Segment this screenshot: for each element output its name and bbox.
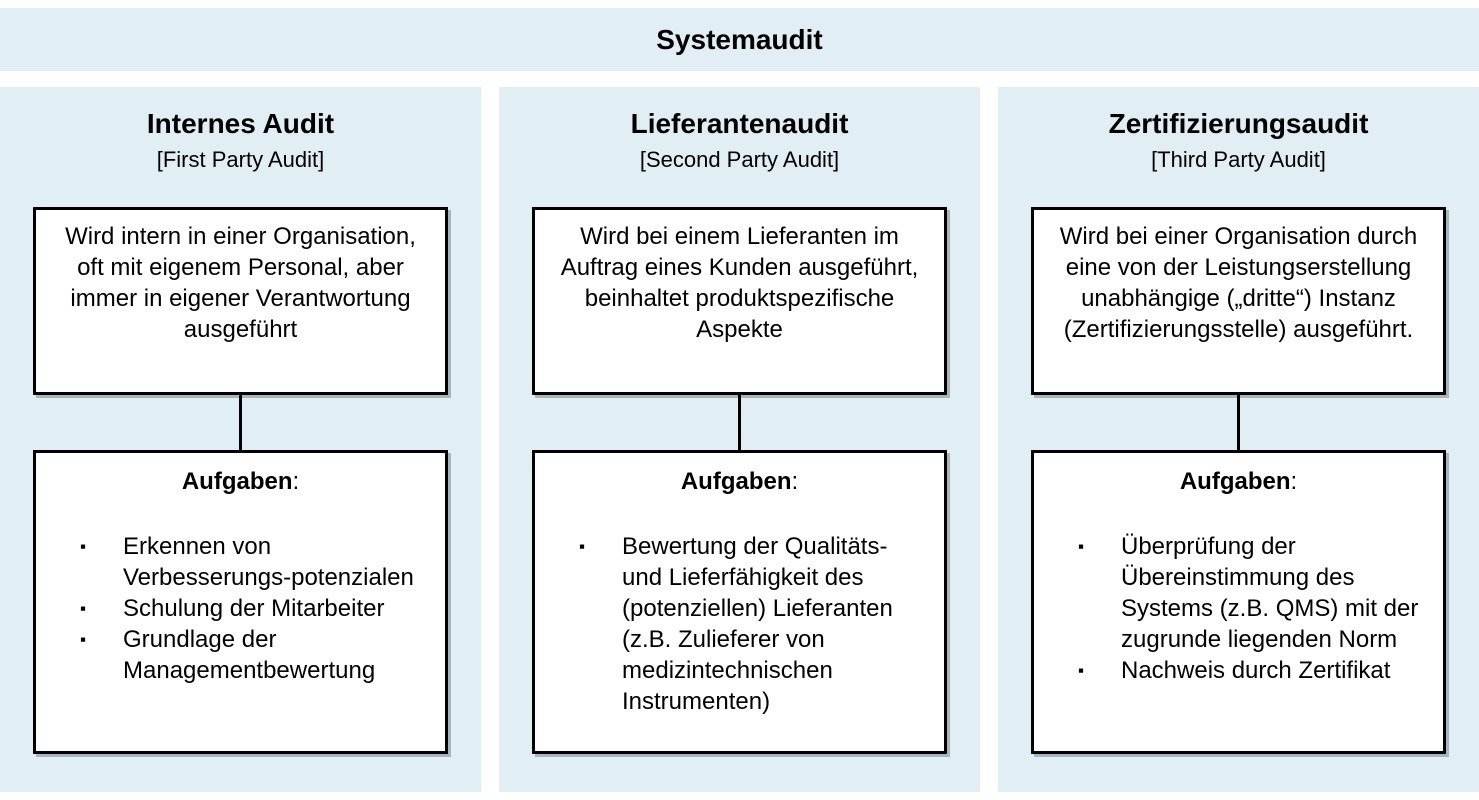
description-text: Wird bei einer Organisation durch eine v… [1059,223,1418,343]
task-item: ▪ Überprüfung der Übereinstimmung des Sy… [1078,531,1431,655]
tasks-heading-label: Aufgaben [181,468,293,495]
tasks-list: ▪ Überprüfung der Übereinstimmung des Sy… [1034,531,1443,686]
tasks-heading: Aufgaben: [1034,466,1443,498]
column-title: Lieferantenaudit [630,108,849,139]
task-item: ▪ Erkennen von Verbesserungs-potenzialen [80,531,433,593]
task-item: ▪ Nachweis durch Zertifikat [1078,655,1431,686]
task-text: Nachweis durch Zertifikat [1121,657,1391,684]
column-internes-audit: Internes Audit [First Party Audit] Wird … [0,87,481,792]
task-text: Grundlage der Managementbewertung [123,626,376,684]
column-header: Lieferantenaudit [Second Party Audit] [631,87,849,207]
column-lieferantenaudit: Lieferantenaudit [Second Party Audit] Wi… [499,87,980,792]
column-subtitle: [First Party Audit] [156,147,325,172]
task-text: Überprüfung der Übereinstimmung des Syst… [1121,533,1419,653]
column-title: Zertifizierungsaudit [1108,108,1369,139]
column-header: Zertifizierungsaudit [Third Party Audit] [1109,87,1369,207]
description-box: Wird intern in einer Organisation, oft m… [33,207,448,395]
description-box: Wird bei einer Organisation durch eine v… [1031,207,1446,395]
task-item: ▪ Schulung der Mitarbeiter [80,593,433,624]
tasks-box: Aufgaben: ▪ Bewertung der Qualitäts- und… [532,450,947,754]
task-text: Bewertung der Qualitäts- und Lieferfähig… [622,533,893,715]
tasks-list: ▪ Bewertung der Qualitäts- und Lieferfäh… [535,531,944,717]
column-zertifizierungsaudit: Zertifizierungsaudit [Third Party Audit]… [998,87,1479,792]
column-header: Internes Audit [First Party Audit] [147,87,334,207]
description-text: Wird bei einem Lieferanten im Auftrag ei… [560,223,919,343]
page-title: Systemaudit [656,23,823,55]
bullet-square-icon: ▪ [1078,537,1085,556]
connector-line [239,395,242,450]
task-item: ▪ Bewertung der Qualitäts- und Lieferfäh… [579,531,932,717]
column-subtitle: [Second Party Audit] [639,147,840,172]
tasks-heading-colon: : [292,468,300,495]
column-title: Internes Audit [146,108,335,139]
systemaudit-banner: Systemaudit [0,8,1479,71]
description-text: Wird intern in einer Organisation, oft m… [65,223,416,343]
description-box: Wird bei einem Lieferanten im Auftrag ei… [532,207,947,395]
tasks-heading-colon: : [1290,468,1298,495]
tasks-box: Aufgaben: ▪ Überprüfung der Übereinstimm… [1031,450,1446,754]
task-text: Erkennen von Verbesserungs-potenzialen [123,533,414,591]
tasks-heading: Aufgaben: [36,466,445,498]
tasks-heading: Aufgaben: [535,466,944,498]
tasks-heading-label: Aufgaben [1179,468,1291,495]
connector-line [738,395,741,450]
bullet-square-icon: ▪ [579,537,586,556]
tasks-list: ▪ Erkennen von Verbesserungs-potenzialen… [36,531,445,686]
connector-line [1237,395,1240,450]
column-subtitle: [Third Party Audit] [1151,147,1326,172]
tasks-heading-colon: : [791,468,799,495]
task-item: ▪ Grundlage der Managementbewertung [80,624,433,686]
audit-columns: Internes Audit [First Party Audit] Wird … [0,87,1479,792]
bullet-square-icon: ▪ [80,599,87,618]
bullet-square-icon: ▪ [80,537,87,556]
tasks-heading-label: Aufgaben [680,468,792,495]
task-text: Schulung der Mitarbeiter [123,595,385,622]
bullet-square-icon: ▪ [80,630,87,649]
tasks-box: Aufgaben: ▪ Erkennen von Verbesserungs-p… [33,450,448,754]
bullet-square-icon: ▪ [1078,661,1085,680]
